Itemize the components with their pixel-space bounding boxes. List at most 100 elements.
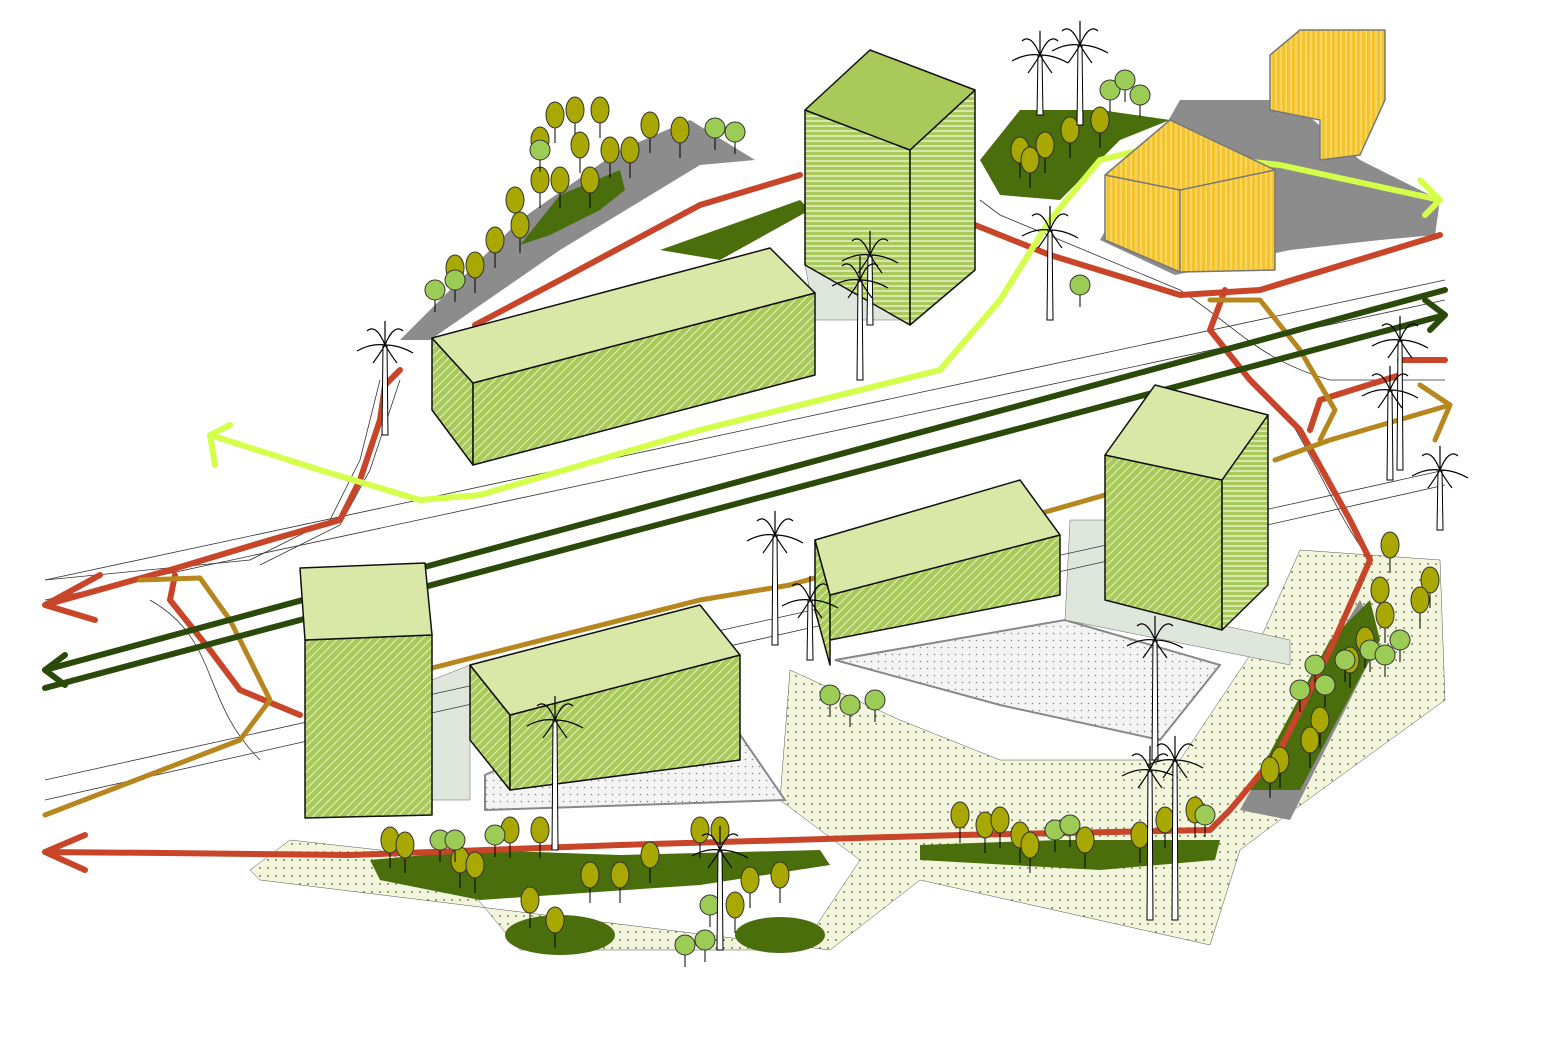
tree-icon	[670, 116, 690, 158]
round-tree-icon	[484, 824, 506, 857]
tree-icon	[1075, 826, 1095, 868]
round-tree-icon	[1389, 629, 1411, 662]
building-slab-central	[814, 479, 1061, 666]
routes	[42, 147, 1453, 873]
tree-icon	[565, 96, 585, 138]
route-lime	[207, 147, 1443, 503]
tree-icon	[770, 861, 790, 903]
tree-icon	[1060, 116, 1080, 158]
tree-icon	[550, 166, 570, 208]
tree-icon	[580, 861, 600, 903]
tree-icon	[520, 886, 540, 928]
palm-tree-icon	[831, 255, 889, 381]
building-yellow-house	[1104, 119, 1276, 273]
buildings	[299, 29, 1386, 819]
tree-icon	[590, 96, 610, 138]
building-tower-north	[804, 49, 976, 326]
tree-icon	[1260, 756, 1280, 798]
building-yellow-pavilion	[1269, 29, 1386, 161]
tree-icon	[545, 101, 565, 143]
tree-icon	[1035, 131, 1055, 173]
tree-icon	[485, 226, 505, 268]
palm-tree-icon	[1146, 735, 1204, 921]
tree-icon	[690, 816, 710, 858]
tree-icon	[465, 851, 485, 893]
palm-tree-icon	[1011, 30, 1069, 116]
round-tree-icon	[1059, 814, 1081, 847]
tree-icon	[1380, 531, 1400, 573]
round-tree-icon	[864, 689, 886, 722]
tree-icon	[610, 861, 630, 903]
tree-icon	[1020, 831, 1040, 873]
round-tree-icon	[424, 279, 446, 312]
tree-icon	[1155, 806, 1175, 848]
route-red-north	[472, 172, 803, 328]
round-tree-icon	[1194, 804, 1216, 837]
palm-tree-icon	[1121, 745, 1179, 921]
round-tree-icon	[724, 121, 746, 154]
tree-icon	[600, 136, 620, 178]
round-tree-icon	[694, 929, 716, 962]
round-tree-icon	[444, 269, 466, 302]
round-tree-icon	[674, 934, 696, 967]
route-red-e2	[1307, 357, 1448, 433]
tree-icon	[530, 166, 550, 208]
round-tree-icon	[1129, 84, 1151, 117]
round-tree-icon	[1374, 644, 1396, 677]
tree-icon	[570, 131, 590, 173]
route-dark-green-2	[42, 297, 1448, 691]
palm-tree-icon	[1371, 315, 1429, 471]
courtyard-east	[834, 618, 1222, 742]
round-tree-icon	[529, 139, 551, 172]
tree-icon	[1090, 106, 1110, 148]
tree-icon	[1410, 586, 1430, 628]
round-tree-icon	[1334, 649, 1356, 682]
round-tree-icon	[704, 117, 726, 150]
tree-icon	[950, 801, 970, 843]
palm-tree-icon	[1361, 365, 1419, 481]
palm-tree-icon	[526, 695, 584, 851]
tree-icon	[640, 111, 660, 153]
palm-tree-icon	[1021, 205, 1079, 321]
tree-icon	[530, 816, 550, 858]
tree-icon	[395, 831, 415, 873]
tree-icon	[545, 906, 565, 948]
round-tree-icon	[1069, 274, 1091, 307]
tree-icon	[1020, 146, 1040, 188]
tree-icon	[1310, 706, 1330, 748]
route-brown	[42, 297, 1453, 818]
tree-icon	[740, 866, 760, 908]
round-tree-icon	[839, 694, 861, 727]
tree-icon	[640, 841, 660, 883]
round-tree-icon	[1289, 679, 1311, 712]
tree-icon	[510, 211, 530, 253]
palm-tree-icon	[1051, 20, 1109, 126]
palm-trees	[356, 20, 1469, 951]
round-tree-icon	[819, 684, 841, 717]
tree-icon	[1375, 601, 1395, 643]
palm-tree-icon	[781, 575, 839, 661]
route-red-sw	[167, 572, 303, 718]
round-tree-icon	[1304, 654, 1326, 687]
building-slab-north	[431, 247, 816, 466]
tree-icon	[465, 251, 485, 293]
building-slab-southwest	[469, 604, 741, 791]
building-tower-east	[1104, 384, 1269, 631]
round-tree-icon	[1099, 79, 1121, 112]
tree-icon	[580, 166, 600, 208]
palm-tree-icon	[1411, 445, 1469, 531]
tree-icon	[1420, 566, 1440, 608]
round-tree-icon	[444, 829, 466, 862]
tree-icon	[620, 136, 640, 178]
building-tower-southwest	[299, 562, 433, 819]
tree-icon	[1300, 726, 1320, 768]
palm-tree-icon	[746, 510, 804, 646]
palm-tree-icon	[356, 320, 414, 436]
palm-tree-icon	[691, 825, 749, 951]
tree-icon	[990, 806, 1010, 848]
route-dark-green-1	[42, 287, 1448, 673]
palm-tree-icon	[841, 230, 899, 326]
round-tree-icon	[1314, 674, 1336, 707]
round-tree-icon	[1114, 69, 1136, 102]
